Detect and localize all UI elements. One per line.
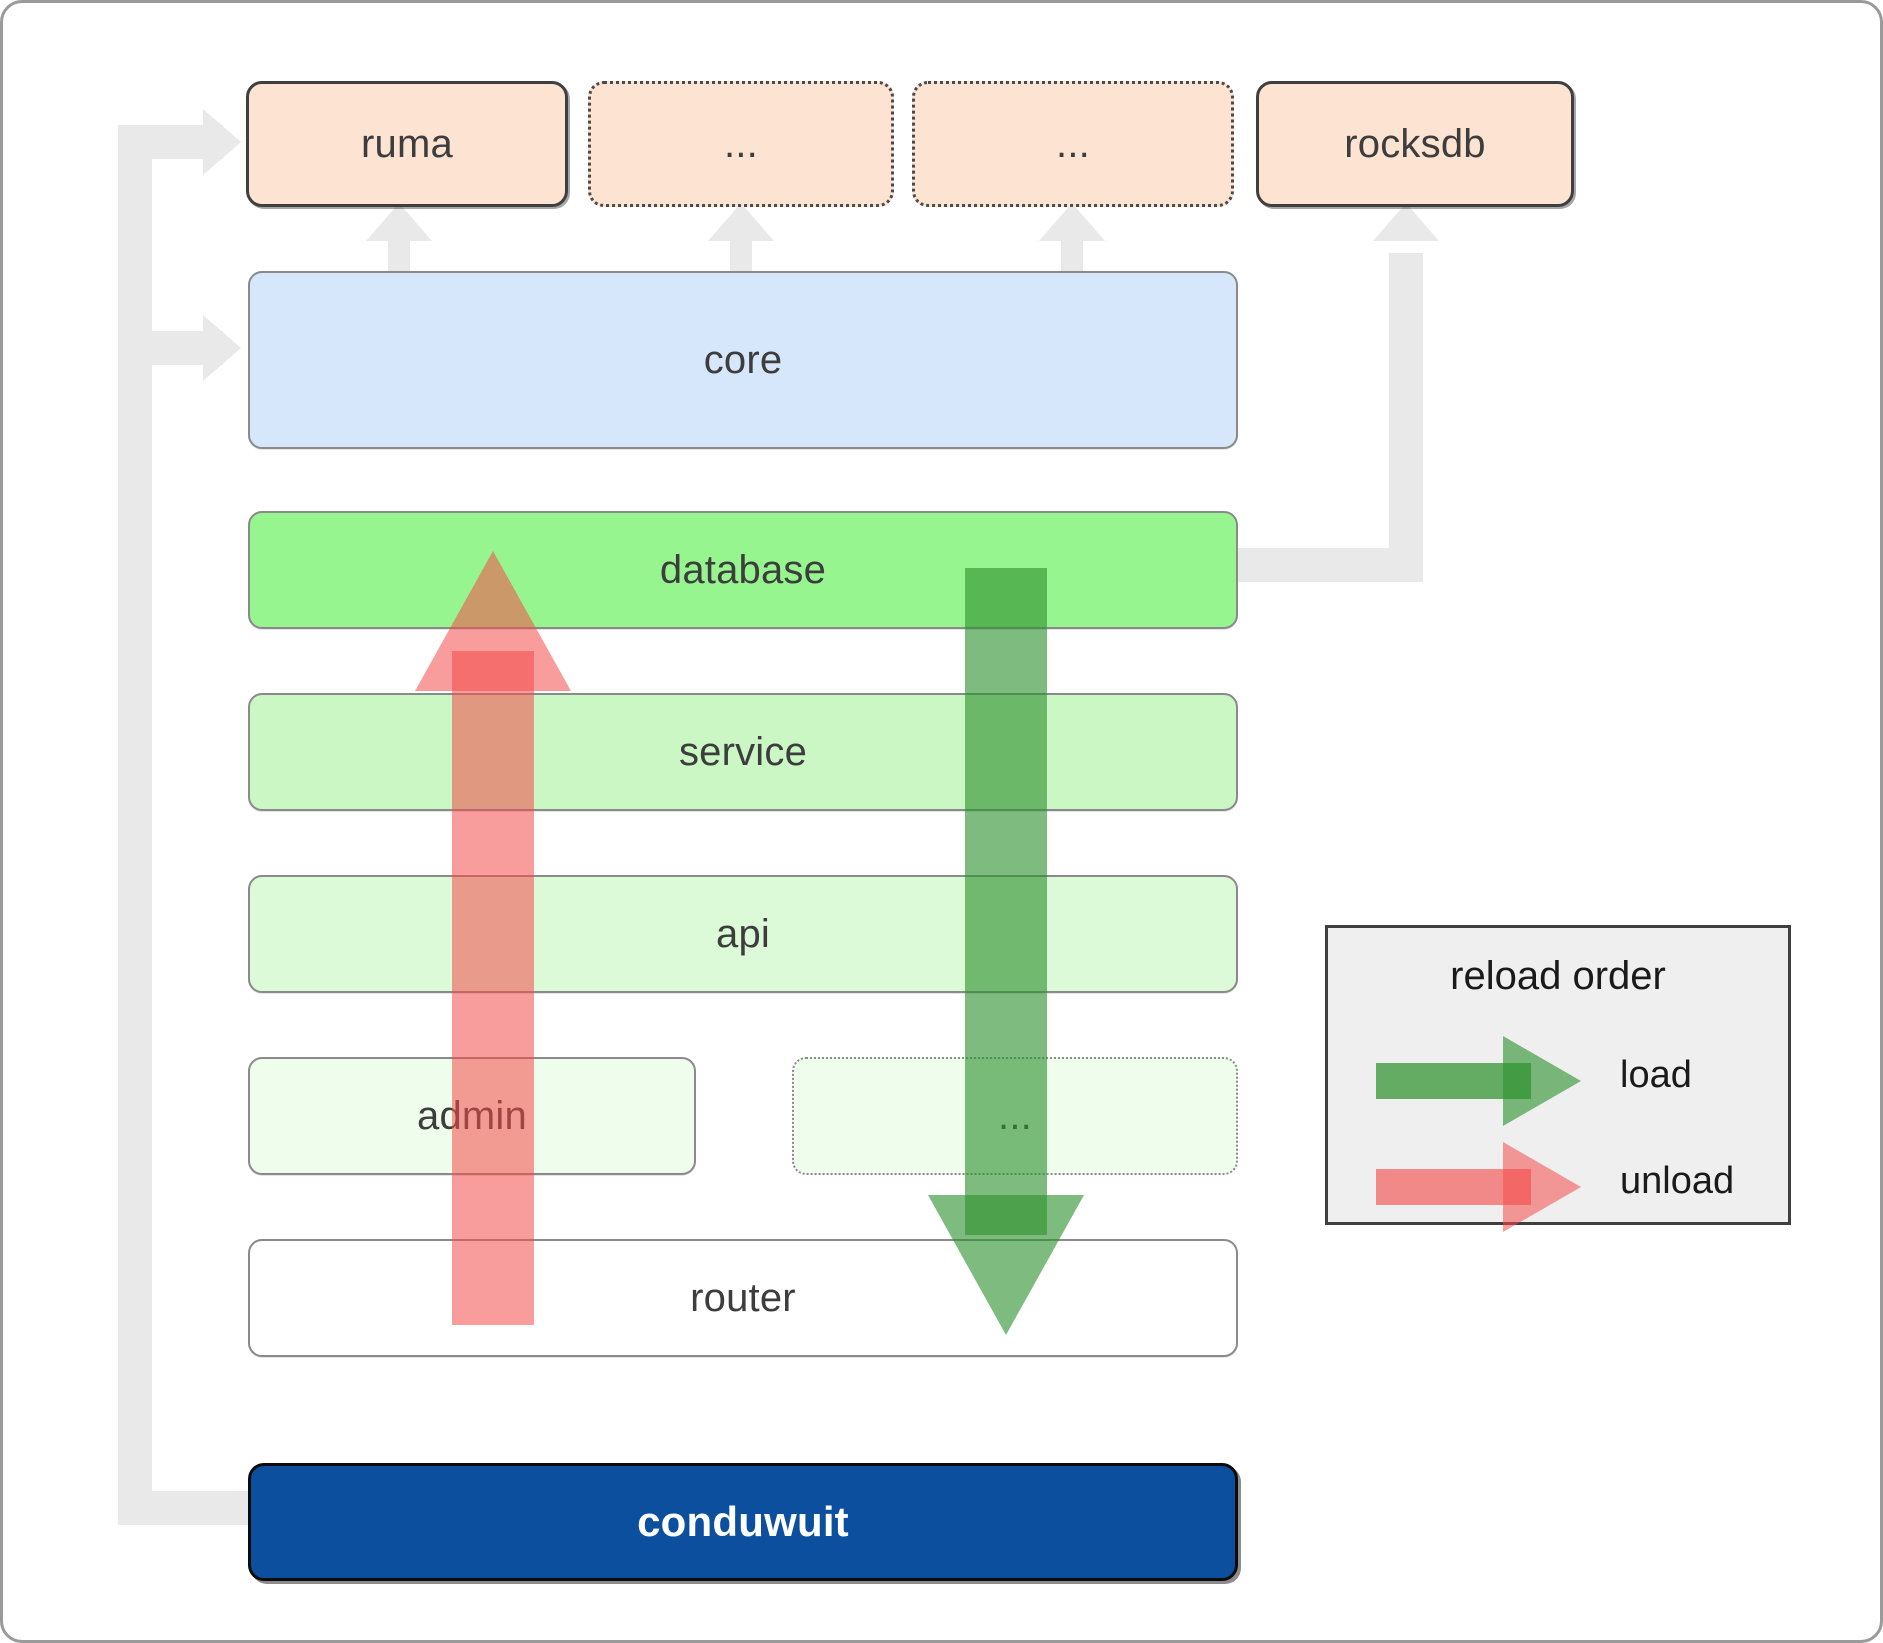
connector-core-to-dep3-arrowhead — [1039, 203, 1105, 241]
layer-box-router[interactable]: router — [248, 1239, 1238, 1357]
legend-load-arrow-head — [1503, 1036, 1581, 1126]
unload-arrow-head — [415, 551, 571, 691]
dep-label-2: ... — [724, 121, 758, 166]
dep-box-2[interactable]: ... — [588, 81, 894, 207]
binary-box-conduwuit[interactable]: conduwuit — [248, 1463, 1238, 1581]
unload-arrow-shaft — [452, 651, 534, 1325]
load-arrow-head — [928, 1195, 1084, 1335]
dep-box-3[interactable]: ... — [912, 81, 1234, 207]
connector-db-to-rocksdb-arrowhead — [1373, 203, 1439, 241]
connector-to-ruma-arrowhead — [203, 109, 241, 175]
layer-label-router: router — [690, 1275, 796, 1320]
binary-label-conduwuit: conduwuit — [637, 1498, 849, 1545]
legend-panel: reload order load unload — [1325, 925, 1791, 1232]
dep-label-3: ... — [1056, 121, 1090, 166]
load-arrow-shaft — [965, 568, 1047, 1235]
layer-box-core[interactable]: core — [248, 271, 1238, 449]
connector-core-to-dep2-arrowhead — [708, 203, 774, 241]
dep-box-ruma[interactable]: ruma — [246, 81, 568, 207]
connector-db-to-rocksdb-vertical — [1389, 253, 1423, 573]
layer-label-database: database — [659, 547, 827, 592]
dep-label-ruma: ruma — [361, 121, 453, 166]
legend-unload-arrow-head — [1503, 1142, 1581, 1232]
legend-label-unload: unload — [1620, 1160, 1735, 1202]
legend-title: reload order — [1450, 954, 1666, 998]
legend-label-load: load — [1620, 1054, 1692, 1096]
connector-to-core-arrowhead — [203, 315, 241, 381]
dep-box-rocksdb[interactable]: rocksdb — [1256, 81, 1574, 207]
layer-label-service: service — [678, 729, 808, 774]
layer-box-database[interactable]: database — [248, 511, 1238, 629]
legend-row-unload: unload — [1328, 1142, 1788, 1232]
legend-row-load: load — [1328, 1036, 1788, 1126]
layer-box-service[interactable]: service — [248, 693, 1238, 811]
dep-label-rocksdb: rocksdb — [1344, 121, 1486, 166]
layer-box-api[interactable]: api — [248, 875, 1238, 993]
connector-core-to-ruma-arrowhead — [366, 203, 432, 241]
layer-label-core: core — [703, 337, 783, 382]
connector-to-conduwuit — [118, 1491, 248, 1525]
layer-label-api: api — [716, 911, 770, 956]
